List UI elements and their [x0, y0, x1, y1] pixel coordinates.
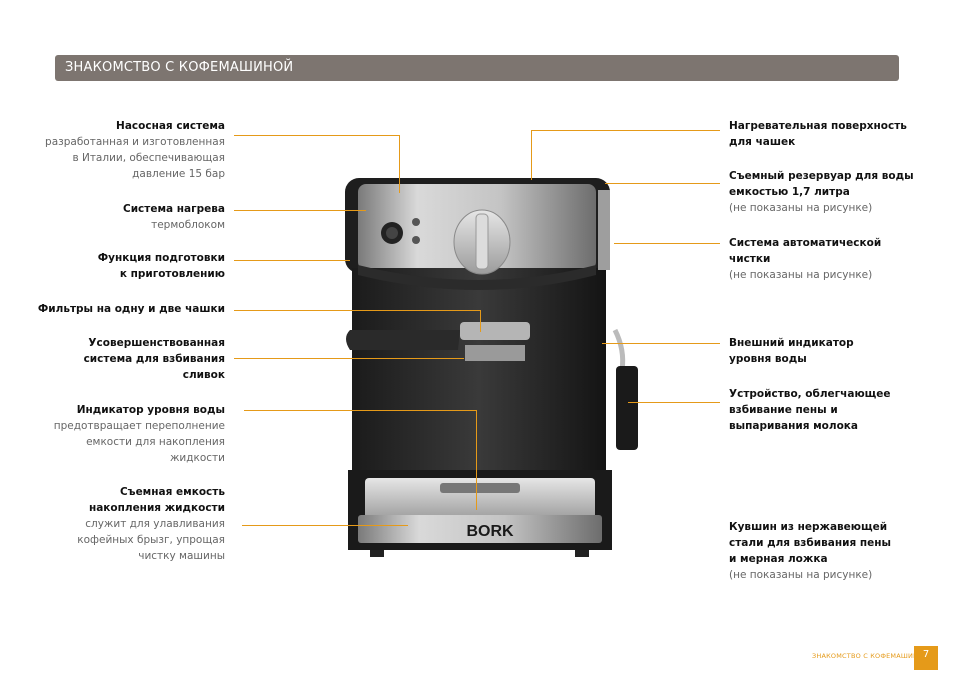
indicator-light: [412, 218, 420, 226]
label-desc: (не показаны на рисунке): [729, 269, 873, 281]
label-steam-wand: Устройство, облегчающее взбивание пены и…: [729, 386, 929, 434]
label-title: чистки: [729, 253, 771, 265]
label-title: Кувшин из нержавеющей: [729, 521, 888, 533]
label-title: Устройство, облегчающее: [729, 388, 891, 400]
connector-line: [531, 130, 720, 131]
label-title: выпаривания молока: [729, 420, 859, 432]
label-milk-jug: Кувшин из нержавеющей стали для взбивани…: [729, 519, 929, 583]
label-drip-tray: Съемная емкость накопления жидкости служ…: [25, 484, 225, 564]
label-filters: Фильтры на одну и две чашки: [5, 301, 225, 317]
page-number: 7: [914, 646, 938, 670]
label-title: емкостью 1,7 литра: [729, 186, 850, 198]
label-desc: емкости для накопления: [86, 436, 225, 448]
label-title: Система автоматической: [729, 237, 882, 249]
label-desc: давление 15 бар: [132, 168, 225, 180]
label-water-indicator: Индикатор уровня воды предотвращает пере…: [25, 402, 225, 466]
connector-line: [242, 525, 408, 526]
connector-line: [399, 135, 400, 193]
connector-line: [234, 210, 366, 211]
label-external-water-indicator: Внешний индикатор уровня воды: [729, 335, 929, 367]
label-desc: жидкости: [169, 452, 225, 464]
label-desc: служит для улавливания: [85, 518, 225, 530]
label-heating-system: Система нагрева термоблоком: [25, 201, 225, 233]
connector-line: [234, 135, 400, 136]
label-title: к приготовлению: [119, 268, 225, 280]
label-title: для чашек: [729, 136, 796, 148]
label-title: Усовершенствованная: [88, 337, 225, 349]
label-desc: чистку машины: [138, 550, 225, 562]
label-title: Внешний индикатор: [729, 337, 854, 349]
connector-line: [234, 310, 481, 311]
connector-line: [476, 410, 477, 510]
connector-line: [480, 310, 481, 332]
label-title: Насосная система: [116, 120, 225, 132]
connector-line: [602, 343, 720, 344]
connector-line: [628, 402, 720, 403]
brand-logo: BORK: [466, 523, 514, 540]
label-title: накопления жидкости: [88, 502, 225, 514]
indicator-light: [412, 236, 420, 244]
label-title: Нагревательная поверхность: [729, 120, 907, 132]
label-water-tank: Съемный резервуар для воды емкостью 1,7 …: [729, 168, 929, 216]
portafilter-handle: [346, 330, 460, 350]
drip-tray: [365, 478, 595, 520]
label-desc: (не показаны на рисунке): [729, 569, 873, 581]
label-prep-function: Функция подготовки к приготовлению: [25, 250, 225, 282]
steam-pipe: [612, 328, 626, 371]
connector-line: [234, 260, 350, 261]
label-title: Съемная емкость: [119, 486, 225, 498]
portafilter-head: [460, 322, 530, 340]
label-title: Функция подготовки: [97, 252, 225, 264]
connector-line: [605, 183, 720, 184]
label-desc: (не показаны на рисунке): [729, 202, 873, 214]
label-desc: в Италии, обеспечивающая: [72, 152, 225, 164]
label-title: Съемный резервуар для воды: [729, 170, 914, 182]
label-title: Система нагрева: [122, 203, 225, 215]
section-header-bar: ЗНАКОМСТВО С КОФЕМАШИНОЙ: [55, 55, 899, 81]
label-cup-warmer: Нагревательная поверхность для чашек: [729, 118, 929, 150]
machine-body: [352, 268, 606, 500]
label-title: сливок: [182, 369, 225, 381]
label-desc: кофейных брызг, упрощая: [77, 534, 225, 546]
label-title: взбивание пены и: [729, 404, 838, 416]
connector-line: [234, 358, 464, 359]
label-desc: термоблоком: [151, 219, 225, 231]
label-title: стали для взбивания пены: [729, 537, 891, 549]
label-auto-clean: Система автоматической чистки (не показа…: [729, 235, 929, 283]
connector-line: [614, 243, 720, 244]
footer-section-title: ЗНАКОМСТВО С КОФЕМАШИНОЙ: [812, 652, 929, 660]
connector-line: [531, 130, 532, 180]
label-title: и мерная ложка: [729, 553, 828, 565]
coffee-machine-illustration: BORK: [345, 178, 638, 557]
label-pump-system: Насосная система разработанная и изготов…: [25, 118, 225, 182]
label-title: система для взбивания: [83, 353, 225, 365]
drip-tray-front: [358, 515, 602, 543]
label-desc: разработанная и изготовленная: [45, 136, 225, 148]
label-title: Индикатор уровня воды: [76, 404, 225, 416]
label-title: уровня воды: [729, 353, 807, 365]
label-title: Фильтры на одну и две чашки: [37, 303, 225, 315]
connector-line: [244, 410, 477, 411]
section-title: ЗНАКОМСТВО С КОФЕМАШИНОЙ: [65, 60, 294, 75]
steam-wand: [616, 366, 638, 450]
label-desc: предотвращает переполнение: [53, 420, 225, 432]
label-frothing-system: Усовершенствованная система для взбивани…: [25, 335, 225, 383]
